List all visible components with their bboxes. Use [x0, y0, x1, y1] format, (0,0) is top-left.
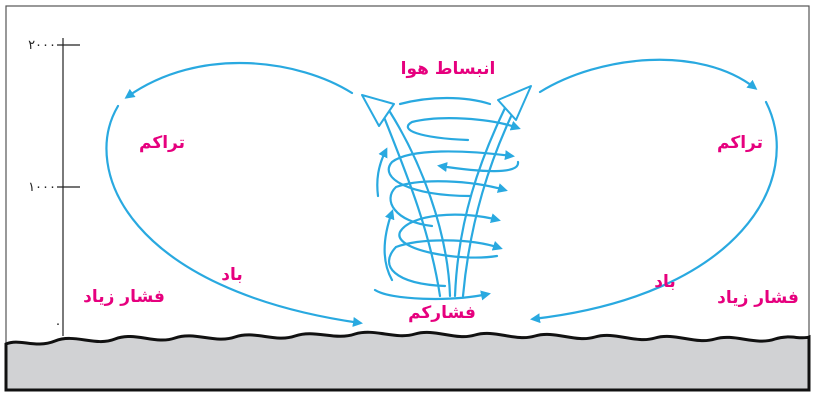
label-air-expansion: انبساط هوا	[401, 59, 496, 79]
right-column-arrowhead	[498, 86, 531, 120]
left-loop-top-arrow	[127, 63, 352, 97]
label-low-pressure: فشارکم	[408, 303, 476, 323]
rising-column-right-outer	[463, 108, 515, 296]
left-column-arrowhead	[362, 95, 394, 126]
label-wind-left: باد	[221, 265, 243, 285]
swirl-1	[375, 290, 488, 299]
ground-surface	[6, 332, 809, 390]
label-accumulation-right: تراکم	[717, 133, 763, 153]
swirl-9	[377, 150, 386, 196]
swirl-3	[399, 215, 498, 258]
label-wind-right: باد	[654, 272, 676, 292]
rising-column-left-inner	[390, 112, 450, 296]
swirl-6	[440, 162, 518, 171]
tick-label-1000: ۱۰۰۰	[28, 180, 56, 195]
tick-label-0: ۰	[55, 317, 62, 332]
label-high-pressure-right: فشار زیاد	[717, 288, 799, 308]
label-accumulation-left: تراکم	[139, 133, 185, 153]
tick-label-2000: ۲۰۰۰	[28, 38, 56, 53]
right-loop-top-arrow	[540, 60, 755, 92]
expansion-arc	[400, 98, 490, 104]
label-high-pressure-left: فشار زیاد	[83, 287, 165, 307]
